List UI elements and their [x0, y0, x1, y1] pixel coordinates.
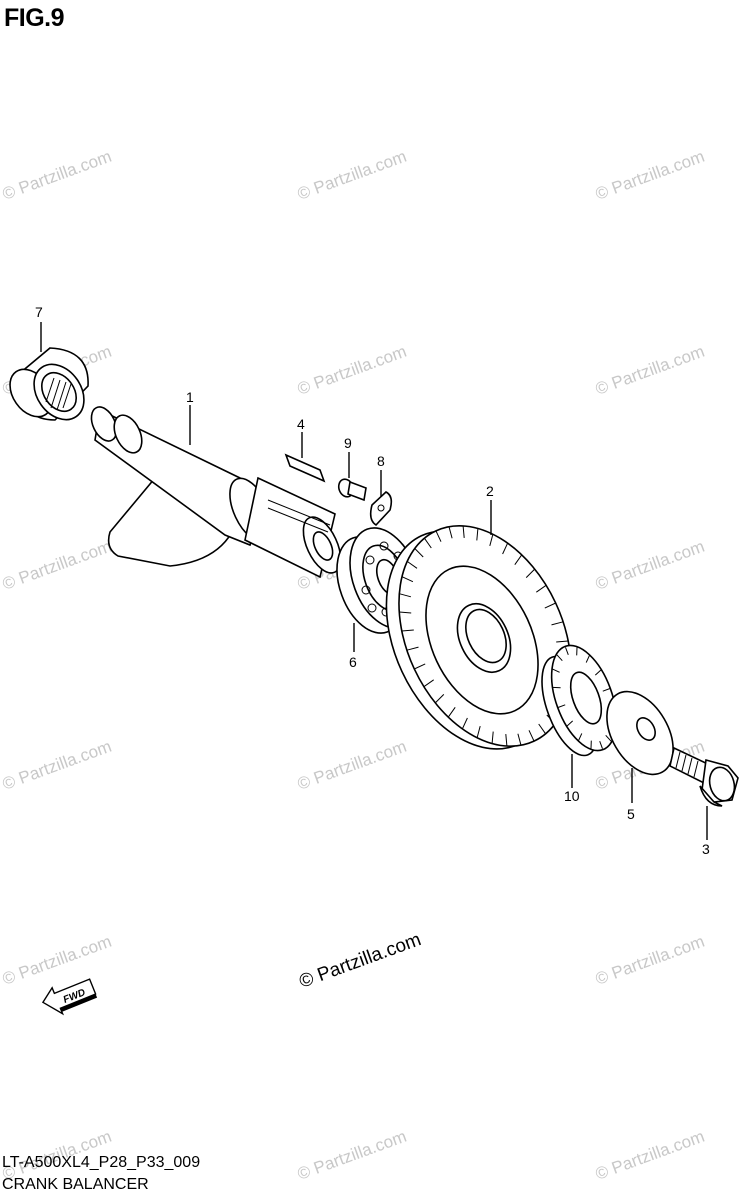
gear-tooth [565, 647, 569, 655]
watermark: © Partzilla.com [295, 342, 409, 399]
gear-tooth [544, 602, 556, 609]
drive-gear-part [541, 644, 618, 757]
gear-tooth [414, 548, 424, 558]
watermark: © Partzilla.com [593, 147, 707, 204]
gear-tooth [602, 687, 611, 692]
balancer-shaft-part [90, 406, 342, 579]
watermark: © Partzilla.com [0, 537, 114, 594]
gear-tooth [399, 593, 412, 598]
watermark: © Partzilla.com [0, 932, 114, 989]
bolt-part [669, 746, 739, 807]
gear-tooth [476, 725, 481, 738]
callout-6: 6 [349, 654, 357, 670]
gear-tooth [551, 621, 564, 626]
driven-gear-part [385, 525, 572, 750]
gear-tooth [528, 730, 535, 742]
gear-tooth [594, 669, 602, 676]
callout-4: 4 [297, 416, 305, 432]
gear-tooth [401, 629, 414, 632]
gear-tooth [448, 526, 453, 539]
gear-tooth [557, 704, 566, 709]
plate-part [369, 491, 393, 527]
watermark: © Partzilla.com [0, 147, 114, 204]
diagram-code: LT-A500XL4_P28_P33_009 [2, 1154, 201, 1171]
gear-tooth [462, 525, 465, 538]
figure-title: FIG.9 [4, 4, 65, 32]
callout-7: 7 [35, 304, 43, 320]
gear-tooth [566, 720, 574, 727]
gear-tooth [476, 528, 479, 541]
watermark: © Partzilla.com [593, 932, 707, 989]
callout-3: 3 [702, 841, 710, 857]
gear-tooth [578, 733, 583, 741]
gear-tooth [447, 707, 456, 718]
callout-5: 5 [627, 806, 635, 822]
watermark-main: © Partzilla.com [297, 929, 424, 993]
diagram-name: CRANK BALANCER [2, 1176, 149, 1193]
gear-tooth [401, 576, 414, 583]
callout-labels: 7 1 4 9 8 2 6 10 5 3 [35, 304, 710, 857]
watermark: © Partzilla.com [0, 737, 114, 794]
washer-part [606, 690, 674, 776]
gear-tooth [461, 717, 468, 730]
callout-2: 2 [486, 483, 494, 499]
gear-tooth [491, 731, 494, 744]
watermark: © Partzilla.com [295, 147, 409, 204]
gear-tooth [423, 537, 432, 549]
gear-tooth [489, 534, 494, 547]
gear-tooth [538, 723, 547, 735]
watermark: © Partzilla.com [593, 342, 707, 399]
gear-tooth [556, 654, 563, 662]
gear-tooth [514, 554, 523, 565]
callout-8: 8 [377, 453, 385, 469]
watermark: © Partzilla.com [295, 1127, 409, 1184]
needle-bearing-part [9, 347, 89, 421]
callout-1: 1 [186, 389, 194, 405]
gear-tooth [406, 646, 419, 651]
gear-tooth [599, 741, 603, 749]
leader-lines [40, 322, 708, 840]
gear-tooth [517, 733, 522, 746]
gear-tooth [605, 734, 612, 742]
gear-tooth [434, 694, 445, 704]
fwd-arrow-icon: FWD [41, 978, 98, 1016]
key-part [284, 453, 326, 483]
gear-tooth [525, 568, 536, 578]
gear-tooth [502, 542, 509, 555]
watermark: © Partzilla.com [593, 537, 707, 594]
gear-tooth [414, 663, 426, 670]
callout-10: 10 [564, 788, 580, 804]
gear-tooth [406, 560, 418, 569]
gear-tooth [399, 611, 412, 614]
gear-tooth [556, 640, 569, 643]
callout-9: 9 [344, 435, 352, 451]
gear-tooth [536, 584, 547, 593]
gear-tooth [505, 734, 508, 747]
watermark: © Partzilla.com [295, 737, 409, 794]
gear-tooth [423, 679, 434, 688]
screw-part [337, 478, 367, 502]
gear-tooth [435, 530, 442, 542]
gear-tooth [585, 655, 590, 663]
watermark: © Partzilla.com [593, 1127, 707, 1184]
gear-tooth [552, 668, 560, 673]
